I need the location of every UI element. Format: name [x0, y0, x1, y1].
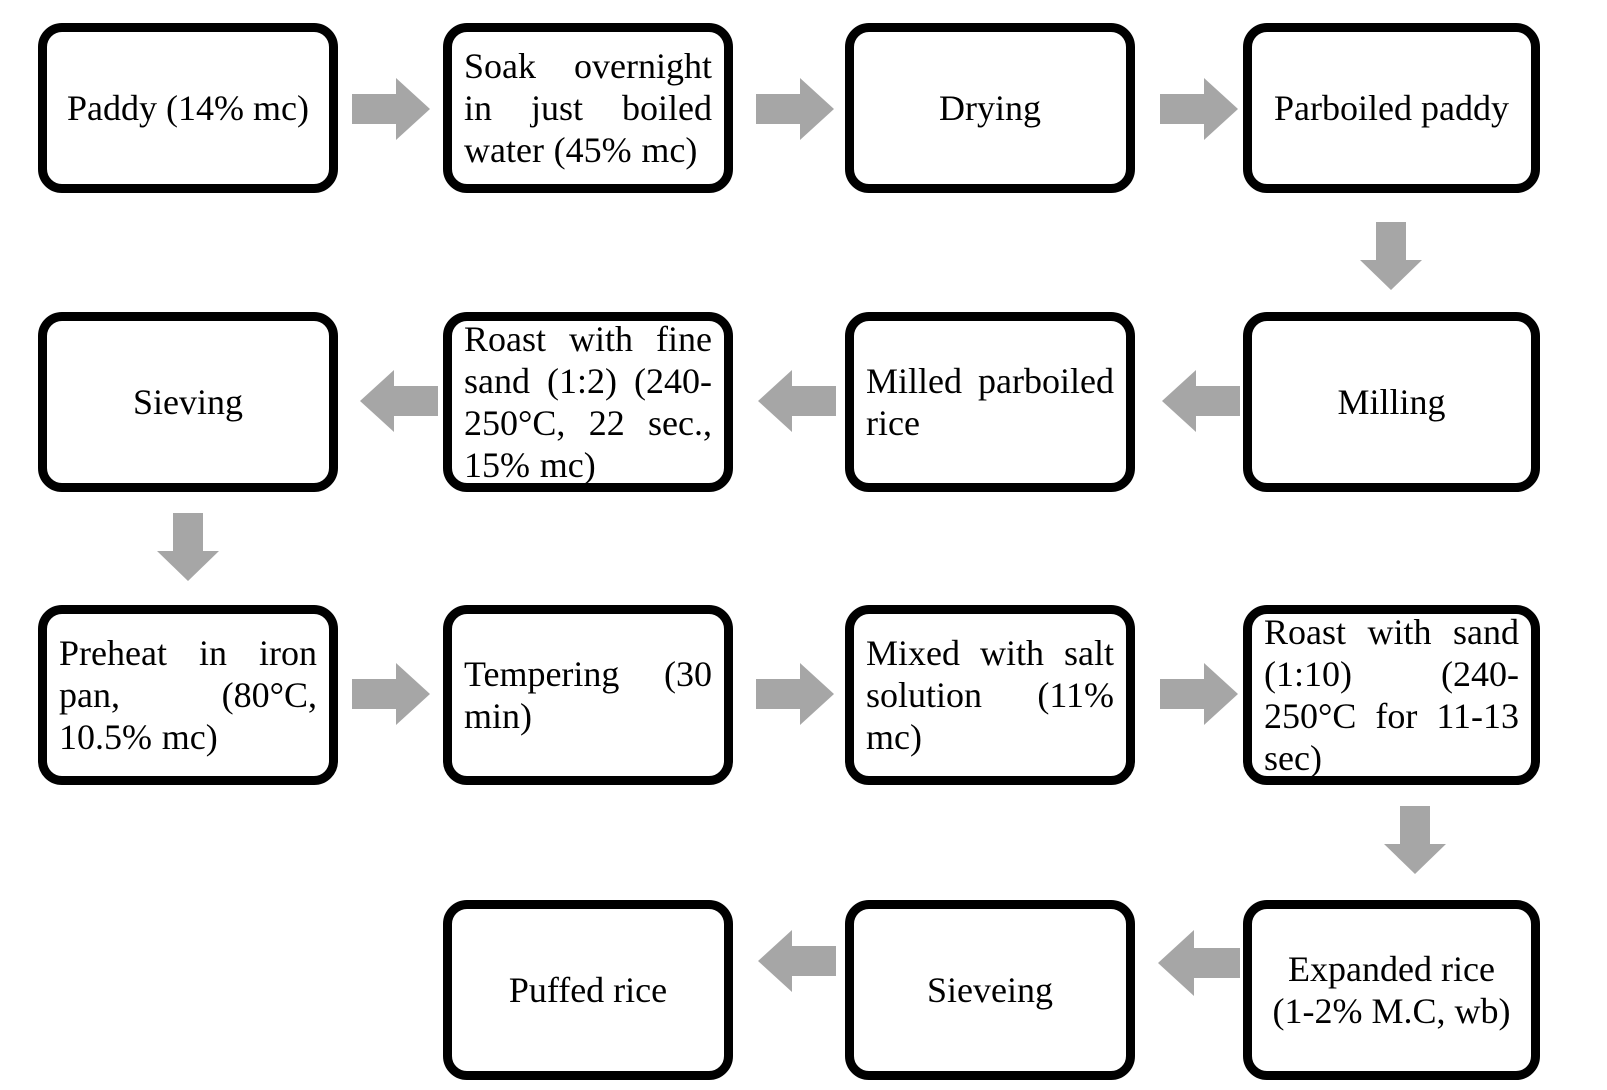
node-sieving[interactable]: Sieving	[38, 312, 338, 492]
node-preheat[interactable]: Preheat in iron pan, (80°C, 10.5% mc)	[38, 605, 338, 785]
node-parboiled-paddy[interactable]: Parboiled paddy	[1243, 23, 1540, 193]
node-roast-fine-sand[interactable]: Roast with fine sand (1:2) (240-250°C, 2…	[443, 312, 733, 492]
arrow-milling-to-milled-parboiled-rice	[1162, 370, 1240, 432]
node-roast-sand-label: Roast with sand (1:10) (240-250°C for 11…	[1264, 611, 1519, 779]
node-expanded-rice[interactable]: Expanded rice (1-2% M.C, wb)	[1243, 900, 1540, 1080]
node-tempering-label: Tempering (30 min)	[464, 653, 712, 736]
node-roast-sand[interactable]: Roast with sand (1:10) (240-250°C for 11…	[1243, 605, 1540, 785]
arrow-soak-to-drying	[756, 78, 834, 140]
node-paddy[interactable]: Paddy (14% mc)	[38, 23, 338, 193]
node-roast-fine-sand-label: Roast with fine sand (1:2) (240-250°C, 2…	[464, 318, 712, 486]
node-paddy-label: Paddy (14% mc)	[67, 87, 309, 128]
node-expanded-rice-label: Expanded rice (1-2% M.C, wb)	[1272, 948, 1511, 1031]
arrow-expanded-rice-to-sieveing	[1158, 930, 1240, 996]
arrow-preheat-to-tempering	[352, 663, 430, 725]
arrow-milled-parboiled-rice-to-roast-fine-sand	[758, 370, 836, 432]
node-drying-label: Drying	[939, 87, 1041, 128]
arrow-tempering-to-mixed-salt	[756, 663, 834, 725]
arrow-sieveing-to-puffed-rice	[758, 930, 836, 992]
node-soak[interactable]: Soak overnight in just boiled water (45%…	[443, 23, 733, 193]
node-puffed-rice[interactable]: Puffed rice	[443, 900, 733, 1080]
arrow-mixed-salt-to-roast-sand	[1160, 663, 1238, 725]
node-sieveing-label: Sieveing	[927, 969, 1053, 1010]
node-mixed-salt-label: Mixed with salt solution (11% mc)	[866, 632, 1114, 758]
node-drying[interactable]: Drying	[845, 23, 1135, 193]
node-milled-parboiled-rice[interactable]: Milled parboiled rice	[845, 312, 1135, 492]
arrow-roast-sand-to-expanded-rice	[1384, 806, 1446, 874]
arrow-parboiled-paddy-to-milling	[1360, 222, 1422, 290]
arrow-paddy-to-soak	[352, 78, 430, 140]
arrow-roast-fine-sand-to-sieving	[360, 370, 438, 432]
node-parboiled-paddy-label: Parboiled paddy	[1274, 87, 1509, 128]
node-tempering[interactable]: Tempering (30 min)	[443, 605, 733, 785]
node-puffed-rice-label: Puffed rice	[508, 969, 668, 1010]
node-milling[interactable]: Milling	[1243, 312, 1540, 492]
node-milled-parboiled-rice-label: Milled parboiled rice	[866, 360, 1114, 443]
arrow-drying-to-parboiled-paddy	[1160, 78, 1238, 140]
node-sieving-label: Sieving	[132, 381, 243, 422]
node-mixed-salt[interactable]: Mixed with salt solution (11% mc)	[845, 605, 1135, 785]
node-sieveing[interactable]: Sieveing	[845, 900, 1135, 1080]
arrow-sieving-to-preheat	[157, 513, 219, 581]
node-soak-label: Soak overnight in just boiled water (45%…	[464, 45, 712, 171]
node-preheat-label: Preheat in iron pan, (80°C, 10.5% mc)	[59, 632, 317, 758]
node-milling-label: Milling	[1337, 381, 1446, 422]
